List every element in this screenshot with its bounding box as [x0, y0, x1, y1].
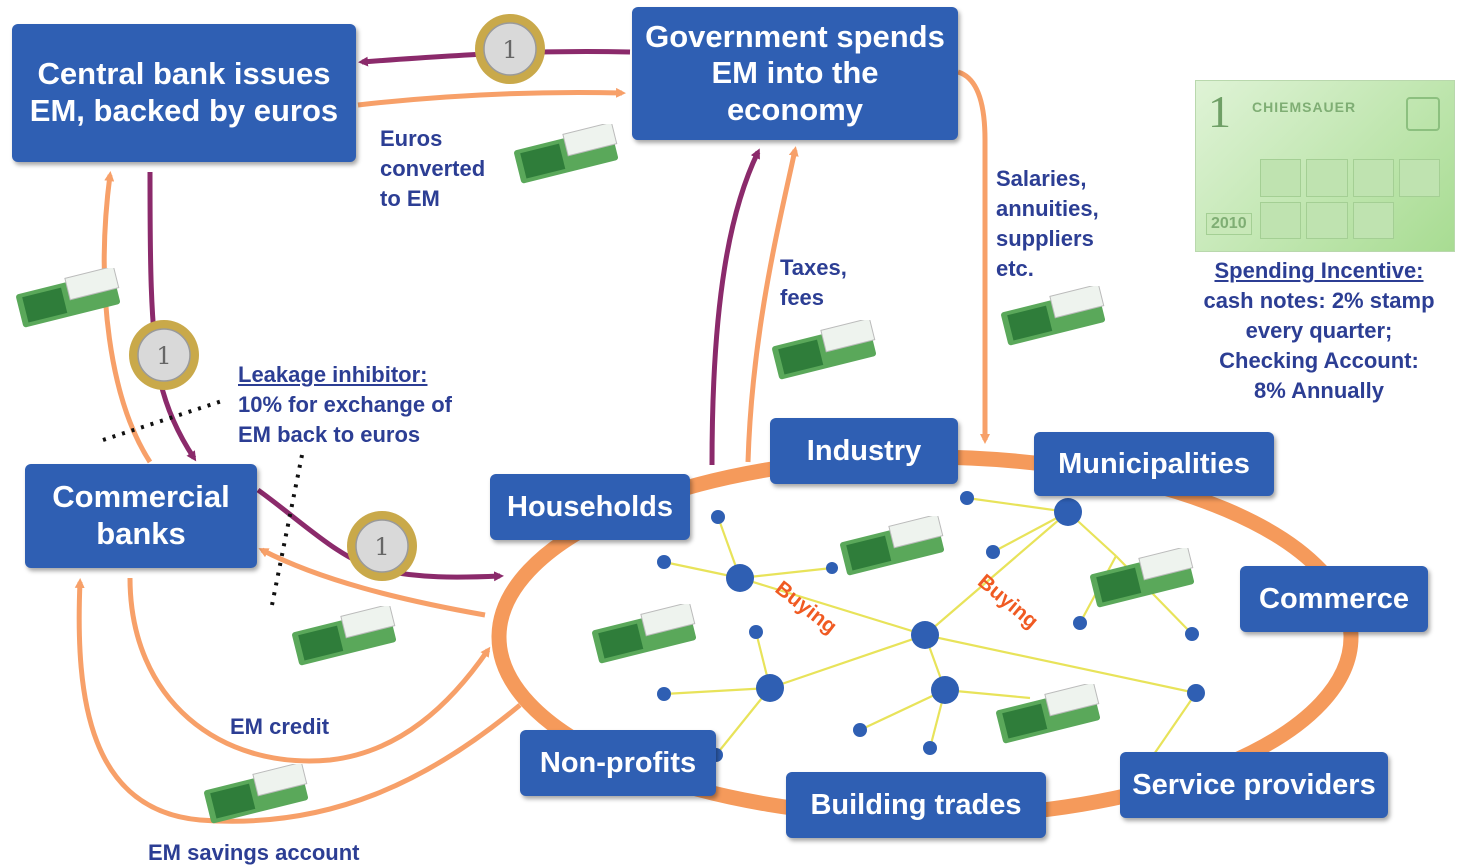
government-label: Government spends EM into the economy [645, 18, 945, 127]
leakage-inhibitor-label: Leakage inhibitor: 10% for exchange of E… [238, 362, 452, 447]
euro-coin-icon: 1 [347, 511, 417, 581]
banknote-icon [772, 320, 877, 380]
svg-text:1: 1 [502, 36, 517, 64]
municipalities-box: Municipalities [1034, 432, 1274, 496]
banknote-stamp-grid [1260, 159, 1440, 239]
industry-label: Industry [806, 434, 922, 467]
households-box: Households [490, 474, 690, 540]
banknote-icon [1001, 286, 1106, 346]
banknote-icon [292, 606, 397, 666]
banknote-icon [16, 268, 121, 328]
euro-coin-icon: 1 [129, 320, 199, 390]
banknote-icon [204, 764, 309, 824]
households-label: Households [507, 490, 673, 523]
taxes-label: Taxes, fees [780, 255, 847, 310]
service-providers-label: Service providers [1132, 768, 1376, 801]
banknote-icon [840, 516, 945, 576]
svg-text:1: 1 [374, 533, 389, 561]
orange-flows [74, 69, 990, 824]
leakage-inhibitor-title: Leakage inhibitor: [238, 362, 428, 387]
building-trades-box: Building trades [786, 772, 1046, 838]
spending-incentive-label: Spending Incentive: cash notes: 2% stamp… [1183, 256, 1455, 406]
non-profits-box: Non-profits [520, 730, 716, 796]
banknote-name: CHIEMSAUER [1252, 99, 1357, 115]
banknote-icon [592, 604, 697, 664]
municipalities-label: Municipalities [1058, 447, 1250, 480]
banknote-year: 2010 [1206, 213, 1252, 235]
industry-box: Industry [770, 418, 958, 484]
service-providers-box: Service providers [1120, 752, 1388, 818]
banknote-icon [514, 124, 619, 184]
spending-incentive-title: Spending Incentive: [1214, 258, 1424, 283]
banknote-logo-icon [1406, 97, 1440, 131]
leakage-dotted-lines [102, 398, 304, 606]
em-savings-label: EM savings account [148, 840, 360, 865]
banknote-icon [996, 684, 1101, 744]
commerce-box: Commerce [1240, 566, 1428, 632]
commercial-banks-label: Commercial banks [52, 479, 230, 551]
non-profits-label: Non-profits [539, 746, 697, 779]
svg-text:1: 1 [156, 342, 171, 370]
central-bank-label: Central bank issues EM, backed by euros [29, 56, 339, 128]
salaries-label: Salaries, annuities, suppliers etc. [996, 166, 1099, 281]
em-credit-label: EM credit [230, 714, 330, 739]
central-bank-box: Central bank issues EM, backed by euros [12, 24, 356, 162]
banknote-denomination: 1 [1208, 86, 1231, 137]
commercial-banks-box: Commercial banks [25, 464, 257, 568]
building-trades-label: Building trades [810, 788, 1022, 821]
euro-coin-icon: 1 [475, 14, 545, 84]
chiemsauer-banknote-image: 1 CHIEMSAUER 2010 [1195, 80, 1455, 252]
government-box: Government spends EM into the economy [632, 7, 958, 140]
commerce-label: Commerce [1259, 582, 1409, 615]
network-nodes [657, 491, 1205, 762]
banknote-icon [1090, 548, 1195, 608]
euros-converted-label: Euros converted to EM [380, 126, 486, 211]
